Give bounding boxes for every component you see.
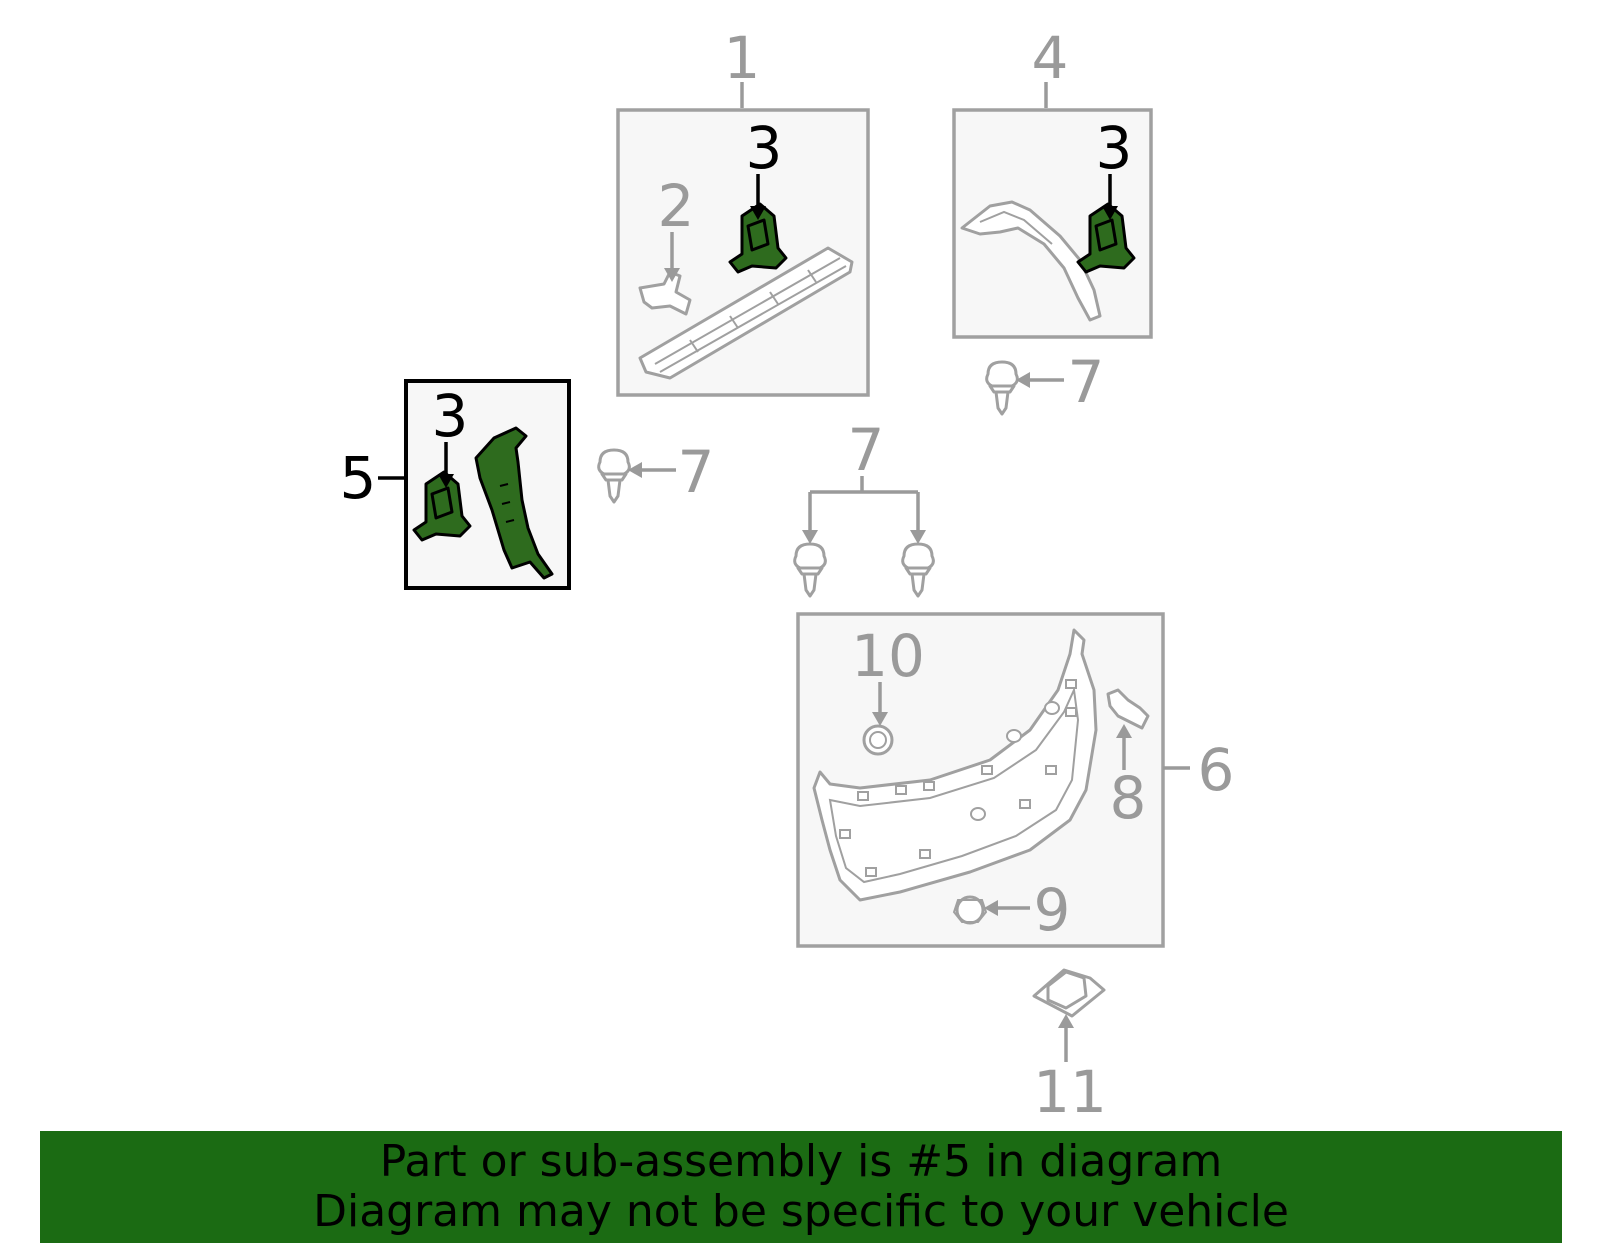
bracket-part-2[interactable] — [638, 270, 692, 316]
arrow-7a — [1016, 372, 1030, 388]
cap-part-10[interactable] — [862, 724, 894, 756]
callout-7-a[interactable]: 7 — [1068, 348, 1105, 416]
callout-2[interactable]: 2 — [658, 172, 695, 240]
group-6: 6 10 8 — [796, 612, 1235, 948]
arrow-3b — [1102, 206, 1118, 220]
pushpin-part-7-c[interactable] — [793, 542, 827, 598]
group-7-pair: 7 — [793, 416, 935, 598]
info-banner: Part or sub-assembly is #5 in diagram Di… — [40, 1131, 1562, 1243]
arrow-7c-left — [802, 530, 818, 544]
sill-plate-ribs — [689, 269, 817, 353]
leader-7c — [808, 476, 920, 534]
arrow-7c-right — [910, 530, 926, 544]
liftgate-trim-clips — [839, 679, 1077, 877]
arrow-9 — [984, 900, 998, 916]
pushpin-part-7-b[interactable] — [597, 448, 631, 504]
liftgate-trim-inner — [828, 686, 1080, 884]
callout-7-b[interactable]: 7 — [678, 438, 715, 506]
bracket-part-8[interactable] — [1106, 688, 1150, 730]
group-5: 5 3 7 — [340, 379, 715, 590]
arrow-3a — [750, 206, 766, 220]
liftgate-trim-panel-part-6[interactable] — [812, 628, 1098, 902]
pushpin-part-7-d[interactable] — [901, 542, 935, 598]
arrow-10 — [872, 712, 888, 726]
callout-4[interactable]: 4 — [1032, 24, 1069, 92]
callout-3-c[interactable]: 3 — [432, 382, 469, 450]
sill-plate-edge — [654, 257, 847, 373]
callout-7-c[interactable]: 7 — [848, 416, 885, 484]
callout-3-b[interactable]: 3 — [1096, 114, 1133, 182]
callout-8[interactable]: 8 — [1110, 764, 1147, 832]
pillar-trim-part-5[interactable] — [474, 426, 554, 580]
arrow-7b — [628, 462, 642, 478]
banner-line-1: Part or sub-assembly is #5 in diagram — [379, 1136, 1223, 1187]
group-4: 4 3 7 — [952, 24, 1153, 416]
callout-3-a[interactable]: 3 — [746, 114, 783, 182]
trim-part-4[interactable] — [960, 200, 1102, 322]
arrow-8 — [1116, 724, 1132, 738]
callout-6[interactable]: 6 — [1198, 736, 1235, 804]
callout-5[interactable]: 5 — [340, 444, 377, 512]
arrow-2 — [664, 268, 680, 282]
banner-line-2: Diagram may not be specific to your vehi… — [313, 1186, 1289, 1237]
pushpin-part-7-a[interactable] — [985, 360, 1019, 416]
callout-9[interactable]: 9 — [1034, 876, 1071, 944]
group-1: 1 2 3 — [616, 24, 870, 397]
pad-part-11-top — [1046, 970, 1088, 1010]
group-11: 11 — [1032, 968, 1107, 1126]
callout-11[interactable]: 11 — [1033, 1058, 1107, 1126]
arrow-3c — [438, 474, 454, 488]
pillar-trim-clips — [499, 483, 515, 523]
callout-10[interactable]: 10 — [851, 622, 925, 690]
arrow-11 — [1058, 1014, 1074, 1028]
callout-1[interactable]: 1 — [724, 24, 761, 92]
trim-part-4-edge — [979, 210, 1053, 245]
fastener-part-9[interactable] — [952, 895, 988, 925]
